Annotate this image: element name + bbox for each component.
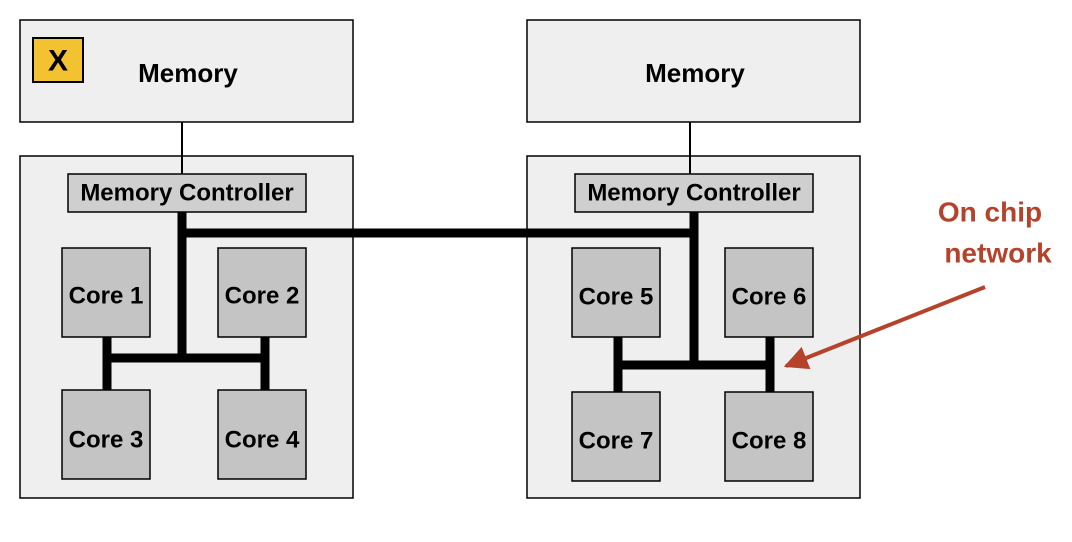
core-1-box <box>61 247 151 338</box>
left-memory-controller <box>67 173 307 213</box>
network-annotation-line1: On chip <box>938 197 1042 228</box>
core-6-box <box>724 247 814 338</box>
data-marker-label: X <box>48 45 68 78</box>
right-memory-box <box>526 19 861 123</box>
core-3-label: Core 3 <box>69 427 144 454</box>
core-8-label: Core 8 <box>732 428 807 455</box>
right-memory-label: Memory <box>645 58 745 88</box>
core-1-label: Core 1 <box>69 283 144 310</box>
right-controller-label: Memory Controller <box>587 180 800 207</box>
core-7-box <box>571 391 661 482</box>
core-8-box <box>724 391 814 482</box>
core-2-box <box>217 247 307 338</box>
core-4-box <box>217 389 307 480</box>
left-controller-label: Memory Controller <box>80 180 293 207</box>
core-2-label: Core 2 <box>225 283 300 310</box>
left-memory-label: Memory <box>138 58 238 88</box>
core-3-box <box>61 389 151 480</box>
network-annotation-arrow <box>783 285 986 370</box>
core-5-box <box>571 247 661 338</box>
right-memory-controller <box>574 173 814 213</box>
network-annotation-line2: network <box>944 238 1052 269</box>
on-chip-network <box>102 207 775 395</box>
data-marker-box <box>32 37 84 83</box>
core-6-label: Core 6 <box>732 284 807 311</box>
core-4-label: Core 4 <box>225 427 300 454</box>
core-7-label: Core 7 <box>579 428 654 455</box>
core-5-label: Core 5 <box>579 284 654 311</box>
